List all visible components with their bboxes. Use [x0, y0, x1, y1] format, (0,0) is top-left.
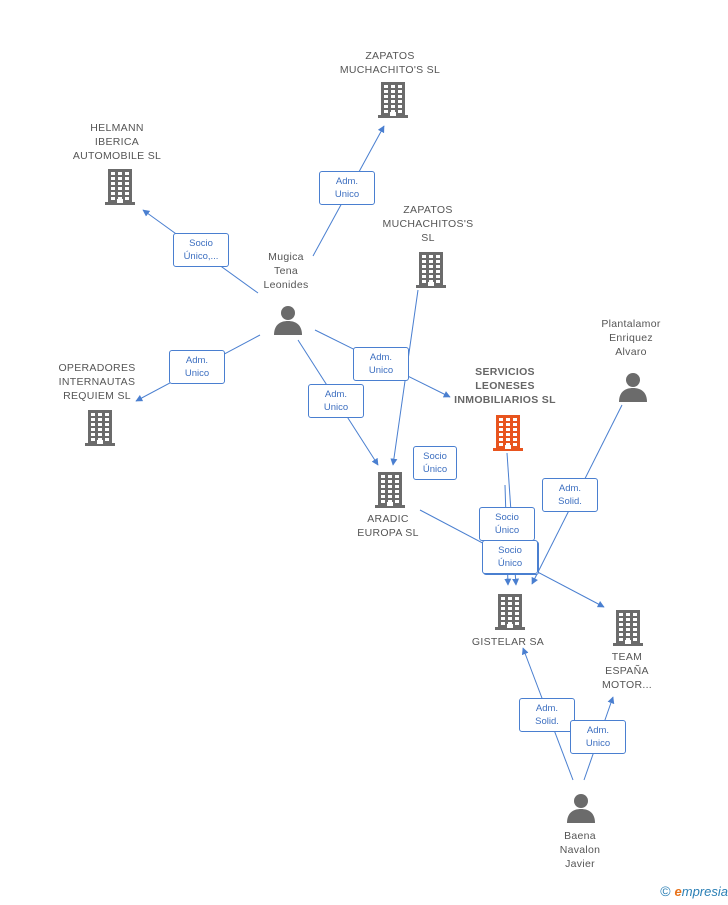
node-operadores[interactable] [85, 410, 115, 451]
node-label-team[interactable]: TEAM ESPAÑA MOTOR... [601, 651, 653, 691]
node-label-mugica[interactable]: Mugica Tena Leonides [263, 251, 309, 291]
node-helmann[interactable] [105, 169, 135, 210]
node-baena[interactable] [566, 793, 596, 828]
building-icon [495, 594, 525, 630]
building-icon [493, 415, 523, 451]
node-aradic[interactable] [375, 472, 405, 513]
node-label-helmann[interactable]: HELMANN IBERICA AUTOMOBILE SL [72, 122, 162, 162]
edge-label-mugica-helmann[interactable]: Socio Único,... [173, 233, 229, 267]
edge-label-baena-team[interactable]: Adm. Unico [570, 720, 626, 754]
person-icon [274, 306, 302, 335]
building-icon [375, 472, 405, 508]
node-label-plantalamor[interactable]: Plantalamor Enriquez Alvaro [601, 318, 661, 358]
building-icon [85, 410, 115, 446]
edge-label-mugica-zapatos1[interactable]: Adm. Unico [319, 171, 375, 205]
building-icon [416, 252, 446, 288]
edge-label-baena-gistelar[interactable]: Adm. Solid. [519, 698, 575, 732]
edge-label-servicios-gistelar[interactable]: Socio Único [479, 507, 535, 541]
edge-label-mugica-servicios[interactable]: Adm. Unico [353, 347, 409, 381]
node-label-operadores[interactable]: OPERADORES INTERNAUTAS REQUIEM SL [58, 362, 136, 402]
building-icon [105, 169, 135, 205]
node-zapatos1[interactable] [378, 82, 408, 123]
edge-label-plantalamor-gistelar[interactable]: Adm. Solid. [542, 478, 598, 512]
node-team[interactable] [613, 610, 643, 651]
node-plantalamor[interactable] [618, 372, 648, 407]
empresia-logo: ©empresia [660, 883, 728, 899]
node-label-aradic[interactable]: ARADIC EUROPA SL [357, 513, 419, 539]
node-label-gistelar[interactable]: GISTELAR SA [471, 636, 545, 648]
edge-label-mugica-aradic[interactable]: Adm. Unico [308, 384, 364, 418]
node-zapatos2[interactable] [416, 252, 446, 293]
copyright-icon: © [660, 883, 671, 899]
person-icon [567, 794, 595, 823]
node-label-baena[interactable]: Baena Navalon Javier [559, 830, 601, 870]
building-icon [378, 82, 408, 118]
building-icon [613, 610, 643, 646]
edge-label-mugica-operadores[interactable]: Adm. Unico [169, 350, 225, 384]
node-gistelar[interactable] [495, 594, 525, 635]
person-icon [619, 373, 647, 402]
edge-label-zapatos2-aradic[interactable]: Socio Único [413, 446, 457, 480]
node-label-servicios[interactable]: SERVICIOS LEONESES INMOBILIARIOS SL [454, 366, 556, 406]
edge-label-aradic-gistelar[interactable]: Socio Único [482, 540, 538, 574]
node-servicios[interactable] [493, 415, 523, 456]
node-label-zapatos1[interactable]: ZAPATOS MUCHACHITO'S SL [339, 50, 441, 76]
node-label-zapatos2[interactable]: ZAPATOS MUCHACHITOS'S SL [382, 204, 474, 244]
node-mugica[interactable] [273, 305, 303, 340]
